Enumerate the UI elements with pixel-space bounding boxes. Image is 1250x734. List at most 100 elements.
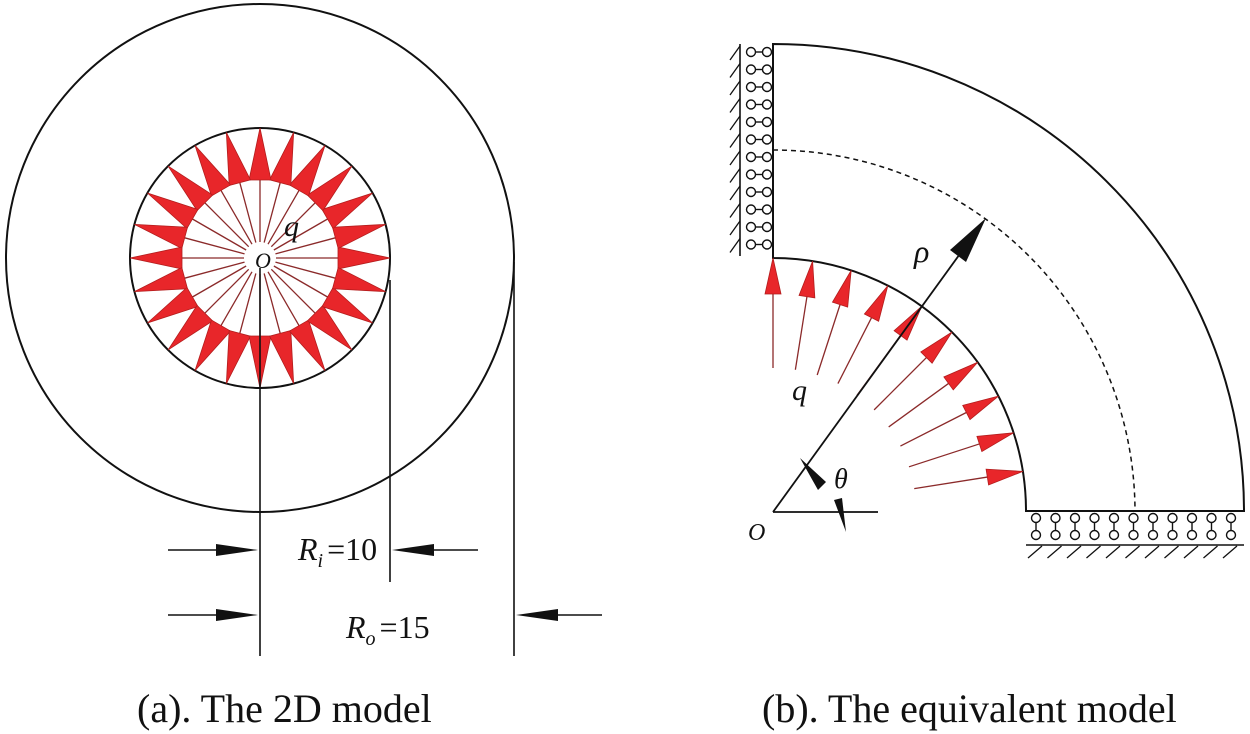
outer-radius-dimension: Ro=15 bbox=[168, 609, 602, 650]
load-arrow bbox=[273, 192, 373, 251]
load-arrow bbox=[270, 165, 353, 248]
roller-circle bbox=[761, 221, 773, 233]
roller-circle bbox=[1147, 512, 1159, 524]
angle-arrow-upper bbox=[800, 458, 826, 490]
quarter-ring-body bbox=[772, 42, 1246, 512]
angle-label: θ bbox=[834, 464, 848, 495]
load-arrow bbox=[270, 268, 353, 351]
roller-circle bbox=[745, 204, 757, 215]
load-arrow bbox=[147, 192, 247, 251]
load-arrow bbox=[147, 265, 247, 324]
panel-b-origin-label: O bbox=[748, 520, 765, 546]
load-arrow bbox=[837, 285, 889, 384]
inner-radius-dimension: Ri=10 bbox=[168, 531, 478, 572]
roller-circle bbox=[761, 116, 773, 128]
roller-circle bbox=[745, 221, 757, 233]
roller-circle bbox=[745, 64, 757, 75]
roller-circle bbox=[1069, 512, 1081, 524]
load-arrow bbox=[275, 223, 386, 255]
load-arrow bbox=[167, 268, 250, 351]
panel-b-load-label: q bbox=[792, 374, 807, 407]
load-arrow bbox=[225, 132, 257, 243]
panel-a-load-label: q bbox=[284, 210, 299, 243]
inner-radius-label: Ri=10 bbox=[297, 531, 377, 572]
roller-circle bbox=[1225, 529, 1237, 541]
load-arrow bbox=[873, 331, 953, 411]
bottom-roller-supports bbox=[1026, 512, 1244, 559]
panel-b-caption: (b). The equivalent model bbox=[762, 686, 1177, 731]
load-arrow bbox=[134, 223, 245, 255]
roller-circle bbox=[1030, 512, 1042, 524]
load-arrow bbox=[273, 265, 373, 324]
angle-arrow-lower bbox=[834, 498, 846, 532]
load-arrow bbox=[276, 246, 391, 270]
panel-a-load-arrows bbox=[129, 127, 391, 389]
load-arrow bbox=[267, 145, 326, 245]
roller-circle bbox=[1030, 529, 1042, 541]
load-arrow bbox=[134, 261, 245, 293]
load-arrow bbox=[263, 273, 295, 384]
roller-circle bbox=[1089, 529, 1100, 541]
roller-circle bbox=[745, 99, 757, 110]
load-arrow bbox=[914, 468, 1024, 490]
roller-circle bbox=[745, 169, 757, 180]
roller-circle bbox=[1186, 512, 1198, 524]
roller-circle bbox=[1128, 529, 1139, 541]
roller-circle bbox=[745, 151, 757, 163]
panel-a-origin-label: O bbox=[255, 248, 271, 273]
panel-a-caption: (a). The 2D model bbox=[137, 686, 432, 731]
load-arrow bbox=[816, 270, 852, 376]
radial-arrow-head bbox=[950, 218, 986, 262]
roller-circle bbox=[761, 134, 773, 145]
roller-circle bbox=[1128, 512, 1139, 524]
load-arrow bbox=[248, 127, 272, 242]
load-arrow bbox=[900, 395, 999, 447]
roller-circle bbox=[761, 169, 773, 180]
roller-circle bbox=[1167, 512, 1178, 524]
roller-circle bbox=[1206, 512, 1217, 524]
load-arrow bbox=[764, 257, 782, 368]
roller-circle bbox=[1108, 512, 1120, 524]
radial-label: ρ bbox=[913, 233, 929, 269]
roller-circle bbox=[745, 186, 757, 198]
load-arrow bbox=[267, 271, 326, 371]
roller-circle bbox=[761, 99, 773, 110]
roller-circle bbox=[761, 64, 773, 75]
roller-circle bbox=[1147, 529, 1159, 541]
roller-circle bbox=[745, 81, 757, 93]
panel-b-equivalent-model: ρ θ q O (b). The equivalent model bbox=[729, 42, 1246, 731]
roller-circle bbox=[761, 151, 773, 163]
roller-circle bbox=[761, 204, 773, 215]
roller-circle bbox=[745, 239, 757, 250]
roller-circle bbox=[1167, 529, 1178, 541]
roller-circle bbox=[1206, 529, 1217, 541]
roller-circle bbox=[1225, 512, 1237, 524]
roller-circle bbox=[761, 186, 773, 198]
outer-radius-label: Ro=15 bbox=[345, 609, 430, 650]
roller-circle bbox=[1089, 512, 1100, 524]
panel-a-2d-model: q O Ri=10 Ro=15 (a). The 2D model bbox=[5, 3, 602, 731]
roller-circle bbox=[761, 239, 773, 250]
load-arrow bbox=[194, 271, 253, 371]
roller-circle bbox=[1186, 529, 1198, 541]
load-arrow bbox=[129, 246, 244, 270]
roller-circle bbox=[1050, 512, 1061, 524]
load-arrow bbox=[794, 260, 816, 370]
load-arrow bbox=[225, 273, 257, 384]
load-arrow bbox=[275, 261, 386, 293]
load-arrow bbox=[194, 145, 253, 245]
roller-circle bbox=[1050, 529, 1061, 541]
left-roller-supports bbox=[729, 44, 773, 256]
roller-circle bbox=[745, 46, 757, 58]
roller-circle bbox=[745, 116, 757, 128]
roller-circle bbox=[761, 46, 773, 58]
load-arrow bbox=[263, 132, 295, 243]
roller-circle bbox=[761, 81, 773, 93]
load-arrow bbox=[888, 361, 978, 428]
roller-circle bbox=[1069, 529, 1081, 541]
mid-radius-dashed-arc bbox=[772, 149, 1136, 512]
load-arrow bbox=[908, 432, 1014, 468]
roller-circle bbox=[1108, 529, 1120, 541]
roller-circle bbox=[745, 134, 757, 145]
